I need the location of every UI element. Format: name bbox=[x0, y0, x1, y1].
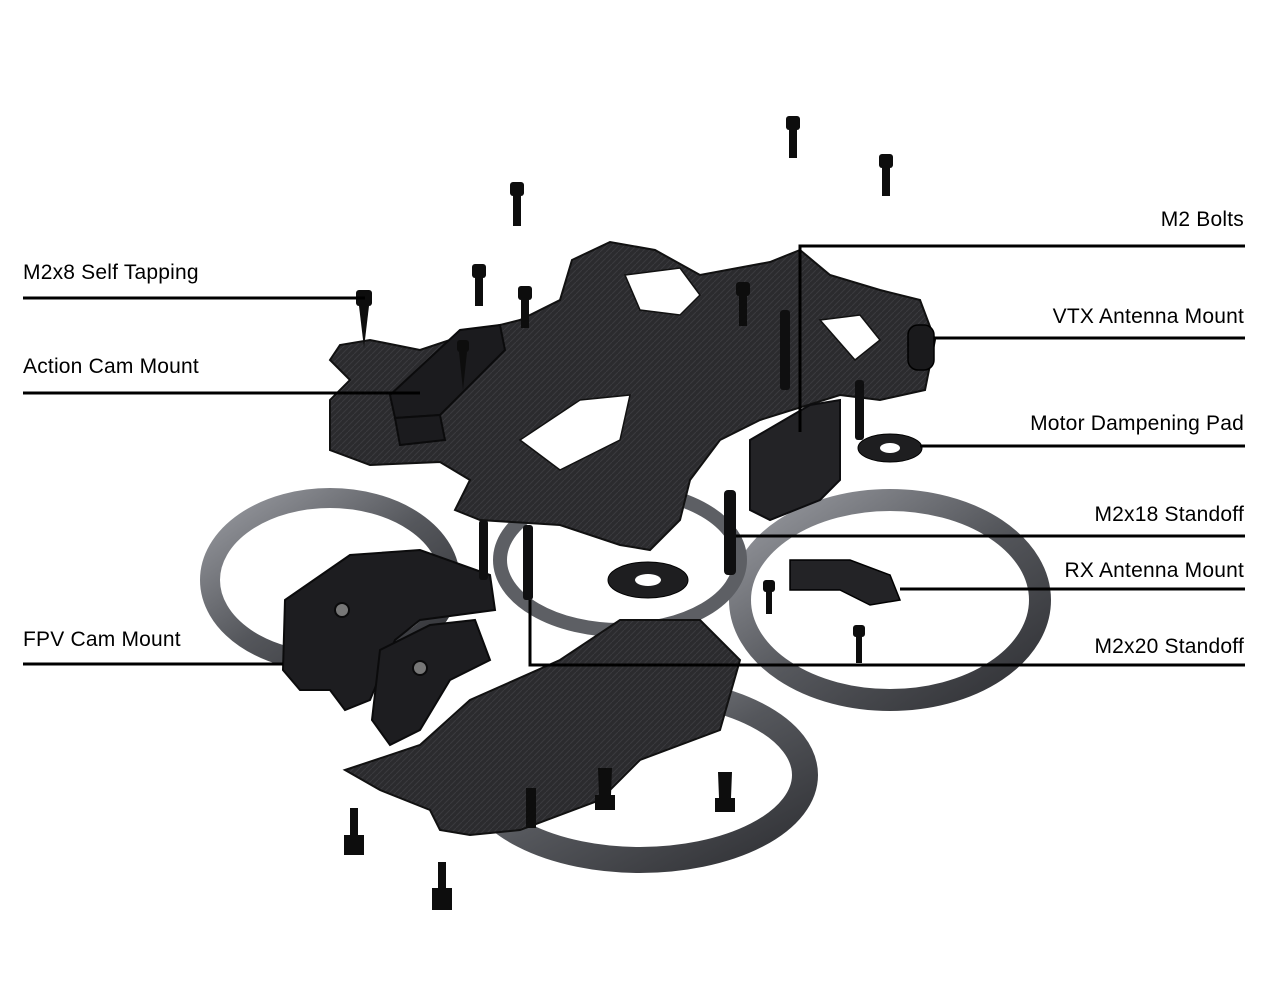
bolt bbox=[879, 154, 893, 196]
top-plate-cutout bbox=[518, 394, 631, 471]
label-action-cam-mount: Action Cam Mount bbox=[23, 355, 199, 378]
leader-m2x20-standoff bbox=[528, 600, 1245, 667]
self-tapping-screw bbox=[432, 862, 452, 910]
bolt bbox=[510, 182, 524, 226]
duct-right bbox=[729, 489, 1051, 711]
standoffs bbox=[479, 310, 864, 600]
leader-m2-bolts bbox=[798, 244, 1245, 432]
self-tapping-screw bbox=[344, 808, 364, 855]
leader-lines bbox=[23, 244, 1245, 667]
bolts bbox=[344, 116, 893, 910]
label-motor-dampening-pad: Motor Dampening Pad bbox=[1030, 412, 1244, 435]
bolt bbox=[526, 788, 536, 828]
vtx-antenna-mount-part bbox=[907, 324, 935, 371]
bolt bbox=[736, 282, 750, 326]
top-plate-cutout bbox=[818, 314, 882, 362]
motor-dampening-pads bbox=[607, 433, 923, 599]
bottom-plate bbox=[342, 619, 742, 837]
bolt bbox=[595, 768, 615, 810]
self-tapping-screw bbox=[457, 340, 469, 390]
bolt bbox=[518, 286, 532, 328]
label-m2x8-self-tapping: M2x8 Self Tapping bbox=[23, 261, 199, 284]
label-m2-bolts: M2 Bolts bbox=[1160, 208, 1244, 231]
bolt bbox=[763, 580, 775, 614]
vtx-side-plate bbox=[749, 398, 841, 522]
fpv-cam-mount-part bbox=[281, 548, 497, 747]
label-rx-antenna-mount: RX Antenna Mount bbox=[1064, 559, 1244, 582]
bolt bbox=[715, 772, 735, 812]
label-vtx-antenna-mount: VTX Antenna Mount bbox=[1052, 305, 1244, 328]
bolt bbox=[853, 625, 865, 663]
action-cam-mount-part bbox=[388, 323, 507, 447]
bolt bbox=[472, 264, 486, 306]
label-fpv-cam-mount: FPV Cam Mount bbox=[23, 628, 181, 651]
label-m2x20-standoff: M2x20 Standoff bbox=[1094, 635, 1244, 658]
top-plate-cutout bbox=[623, 267, 701, 316]
bolt bbox=[786, 116, 800, 158]
label-m2x18-standoff: M2x18 Standoff bbox=[1094, 503, 1244, 526]
rx-antenna-mount-part bbox=[789, 559, 902, 606]
